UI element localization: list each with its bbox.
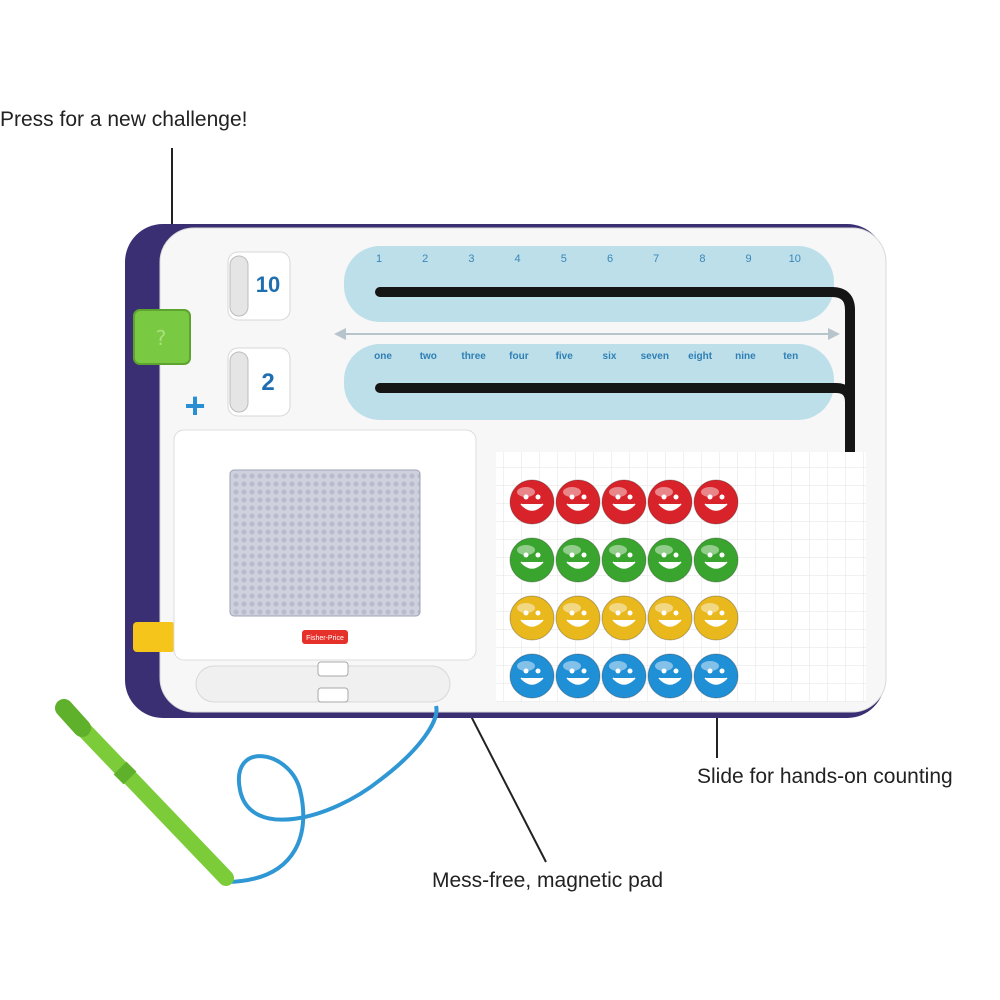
stylus[interactable] bbox=[55, 699, 234, 886]
number-word-label: nine bbox=[735, 351, 756, 362]
challenge-button[interactable] bbox=[133, 309, 191, 365]
counting-bead[interactable] bbox=[647, 653, 693, 699]
number-label: 1 bbox=[376, 253, 382, 265]
arrow-head-right bbox=[828, 328, 840, 340]
magnetic-pad[interactable] bbox=[229, 469, 421, 617]
number-label: 5 bbox=[561, 253, 567, 265]
counting-bead[interactable] bbox=[555, 479, 601, 525]
counting-bead[interactable] bbox=[555, 595, 601, 641]
counting-bead[interactable] bbox=[555, 537, 601, 583]
number-word-label: eight bbox=[688, 351, 713, 362]
dial-bottom-value: 2 bbox=[261, 369, 274, 396]
number-track-bottom bbox=[344, 344, 834, 420]
counting-bead[interactable] bbox=[601, 653, 647, 699]
counting-bead[interactable] bbox=[601, 537, 647, 583]
eraser-slider-handle[interactable] bbox=[317, 687, 349, 703]
plus-symbol: + bbox=[184, 385, 205, 426]
number-label: 6 bbox=[607, 253, 613, 265]
counting-bead[interactable] bbox=[509, 595, 555, 641]
dial-top-wheel bbox=[229, 255, 249, 317]
number-word-label: five bbox=[556, 351, 574, 362]
number-word-label: seven bbox=[641, 351, 669, 362]
counting-bead[interactable] bbox=[509, 653, 555, 699]
number-label: 3 bbox=[468, 253, 474, 265]
number-word-label: two bbox=[420, 351, 437, 362]
counting-bead[interactable] bbox=[555, 653, 601, 699]
eraser-slider[interactable] bbox=[317, 661, 349, 677]
number-label: 8 bbox=[699, 253, 705, 265]
counting-bead[interactable] bbox=[647, 595, 693, 641]
dial-top-value: 10 bbox=[256, 272, 280, 297]
stylus-cord bbox=[227, 705, 439, 884]
counting-bead[interactable] bbox=[509, 479, 555, 525]
counting-bead[interactable] bbox=[647, 537, 693, 583]
number-word-label: ten bbox=[783, 351, 798, 362]
counting-bead[interactable] bbox=[693, 653, 739, 699]
callout-pad: Mess-free, magnetic pad bbox=[432, 869, 664, 892]
number-label: 4 bbox=[515, 253, 521, 265]
number-label: 9 bbox=[746, 253, 752, 265]
number-label: 7 bbox=[653, 253, 659, 265]
number-label: 10 bbox=[789, 253, 801, 265]
arrow-head-left bbox=[334, 328, 346, 340]
number-label: 2 bbox=[422, 253, 428, 265]
callout-challenge: Press for a new challenge! bbox=[0, 108, 248, 131]
counting-bead[interactable] bbox=[693, 479, 739, 525]
counting-bead[interactable] bbox=[693, 537, 739, 583]
callout-counting: Slide for hands-on counting bbox=[697, 765, 953, 788]
counting-bead[interactable] bbox=[601, 595, 647, 641]
dial-bottom-wheel bbox=[229, 351, 249, 413]
number-word-label: six bbox=[603, 351, 617, 362]
brand-logo: Fisher-Price bbox=[306, 635, 344, 642]
yellow-tab[interactable] bbox=[133, 622, 175, 652]
counting-bead[interactable] bbox=[693, 595, 739, 641]
number-word-label: four bbox=[509, 351, 529, 362]
number-word-label: one bbox=[374, 351, 392, 362]
counting-bead[interactable] bbox=[509, 537, 555, 583]
counting-bead[interactable] bbox=[647, 479, 693, 525]
counting-bead[interactable] bbox=[601, 479, 647, 525]
number-word-label: three bbox=[461, 351, 486, 362]
number-track-top bbox=[344, 246, 834, 322]
brand-badge bbox=[302, 630, 348, 644]
question-icon: ? bbox=[156, 326, 167, 350]
